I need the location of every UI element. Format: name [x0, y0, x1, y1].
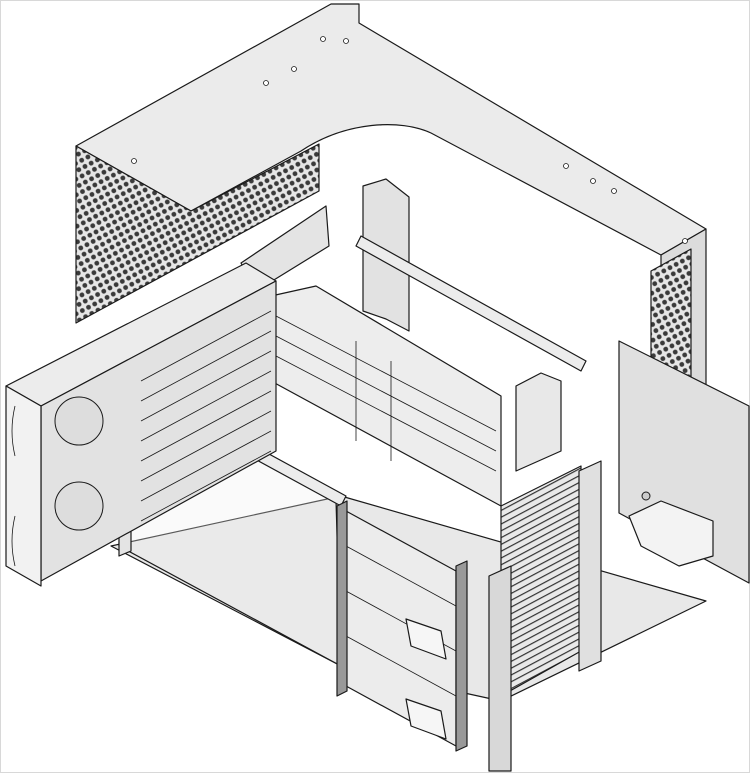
ground-stud	[641, 491, 651, 501]
card-ejector-handle	[405, 618, 447, 660]
card-ejector-handle	[405, 698, 447, 740]
screw-holes	[131, 36, 688, 244]
fan-icon	[54, 481, 104, 531]
fan-tray	[5, 262, 277, 587]
top-cover-left-perforated-flange	[75, 143, 320, 324]
top-cover-plate	[75, 3, 707, 256]
fan-tray-front-panel	[5, 385, 42, 587]
front-card-cage	[336, 500, 468, 752]
fan-tray-handle[interactable]	[11, 515, 16, 567]
front-mounting-ear	[488, 565, 512, 772]
right-card-cage	[488, 460, 602, 772]
rear-panel	[618, 340, 750, 584]
fan-icon	[54, 396, 104, 446]
power-supply-module	[628, 500, 714, 567]
fan-tray-handle[interactable]	[11, 405, 16, 457]
top-rail-rear	[355, 235, 587, 372]
